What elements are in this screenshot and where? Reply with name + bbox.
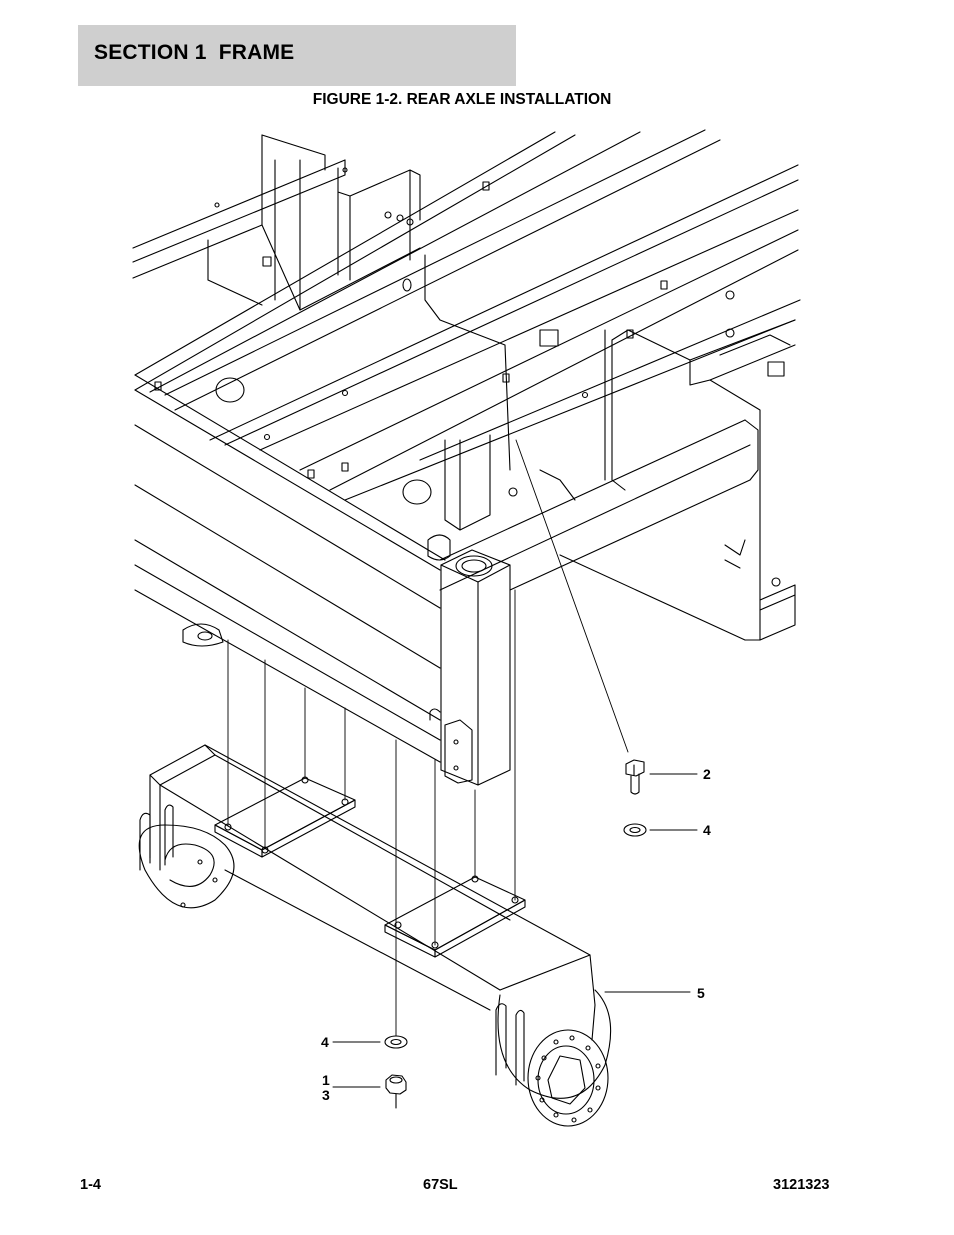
figure-title: FIGURE 1-2. REAR AXLE INSTALLATION xyxy=(312,91,612,108)
footer-model: 67SL xyxy=(423,1177,458,1193)
hardware xyxy=(385,760,646,1108)
callout-leaders xyxy=(333,774,697,1087)
section-header: SECTION 1 FRAME xyxy=(78,25,516,86)
callout-2: 2 xyxy=(703,766,711,782)
mounting-post xyxy=(430,550,510,785)
section-title: SECTION 1 FRAME xyxy=(94,41,295,64)
callout-5: 5 xyxy=(697,985,705,1001)
footer-page-number: 1-4 xyxy=(80,1177,101,1193)
callout-4-washer: 4 xyxy=(703,822,711,838)
footer-doc-number: 3121323 xyxy=(773,1177,830,1193)
frame-structure xyxy=(133,130,800,762)
callout-3: 3 xyxy=(322,1087,330,1103)
callout-1: 1 xyxy=(322,1072,330,1088)
callout-4-lower: 4 xyxy=(321,1034,329,1050)
alignment-lines xyxy=(228,440,628,1036)
rear-axle xyxy=(139,745,610,1126)
